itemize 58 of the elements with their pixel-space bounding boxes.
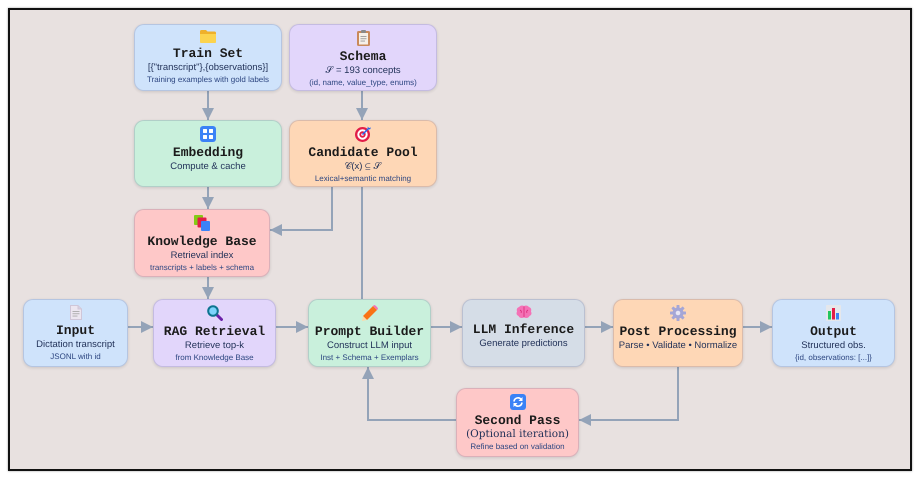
- process-box: [134, 24, 282, 91]
- node-subtitle: Compute & cache: [170, 161, 246, 172]
- node-detail: Lexical+semantic matching: [314, 174, 412, 183]
- arrow: [270, 187, 333, 236]
- node-subtitle: Structured obs.: [801, 340, 866, 351]
- arrow: [202, 277, 214, 299]
- node-detail: Inst + Schema + Exemplars: [320, 353, 419, 362]
- process-box: [462, 299, 585, 367]
- arrow: [362, 367, 456, 421]
- arrow: [431, 321, 462, 333]
- node-title: Train Set: [172, 46, 244, 61]
- arrow: [579, 367, 679, 426]
- node-detail: transcripts + labels + schema: [150, 263, 254, 272]
- process-box: [456, 388, 579, 457]
- node-title: Candidate Pool: [308, 145, 418, 160]
- arrow: [356, 91, 368, 120]
- process-box: [308, 299, 431, 367]
- node-detail: Refine based on validation: [470, 442, 565, 451]
- node-title: Knowledge Base: [147, 234, 257, 249]
- process-box: [772, 299, 895, 367]
- node-detail: JSONL with id: [50, 352, 101, 361]
- node-subtitle: Generate predictions: [479, 338, 568, 349]
- node-title: RAG Retrieval: [164, 324, 266, 339]
- process-box: [134, 209, 270, 277]
- node-title: Output: [810, 324, 857, 339]
- node-title: LLM Inference: [472, 322, 574, 337]
- process-box: [613, 299, 743, 367]
- process-box: [153, 299, 276, 367]
- node-subtitle: 𝒮 = 193 concepts: [325, 65, 401, 76]
- node-title: Embedding: [172, 145, 244, 160]
- node-subtitle: Retrieve top-k: [184, 340, 244, 351]
- node-subtitle: Retrieval index: [170, 250, 234, 261]
- node-detail: {id, observations: [...]}: [795, 353, 872, 362]
- node-subtitle: [{"transcript"},{observations}]: [148, 62, 268, 73]
- node-detail: from Knowledge Base: [175, 353, 254, 362]
- node-title: Second Pass: [474, 413, 560, 428]
- process-box: [134, 120, 282, 187]
- node-subtitle: 𝒞(x) ⊆ 𝒮: [344, 161, 382, 172]
- node-subtitle: Dictation transcript: [36, 339, 115, 350]
- node-title: Prompt Builder: [314, 324, 424, 339]
- process-box: [289, 24, 437, 91]
- node-subtitle: Construct LLM input: [326, 340, 412, 351]
- node-title: Input: [56, 323, 95, 338]
- arrow: [202, 91, 214, 120]
- node-title: Post Processing: [619, 324, 737, 339]
- node-detail: Training examples with gold labels: [147, 75, 269, 84]
- process-box: [23, 299, 128, 367]
- arrow: [128, 321, 153, 333]
- connector-line: [361, 187, 363, 299]
- arrow: [202, 187, 214, 209]
- node-title: Schema: [340, 49, 386, 64]
- node-subtitle: (Optional iteration): [466, 428, 569, 440]
- node-detail: (id, name, value_type, enums): [309, 78, 417, 87]
- node-subtitle: Parse • Validate • Normalize: [618, 340, 738, 351]
- arrow: [276, 321, 308, 333]
- arrow: [585, 321, 613, 333]
- arrow: [743, 321, 772, 333]
- process-box: [289, 120, 437, 187]
